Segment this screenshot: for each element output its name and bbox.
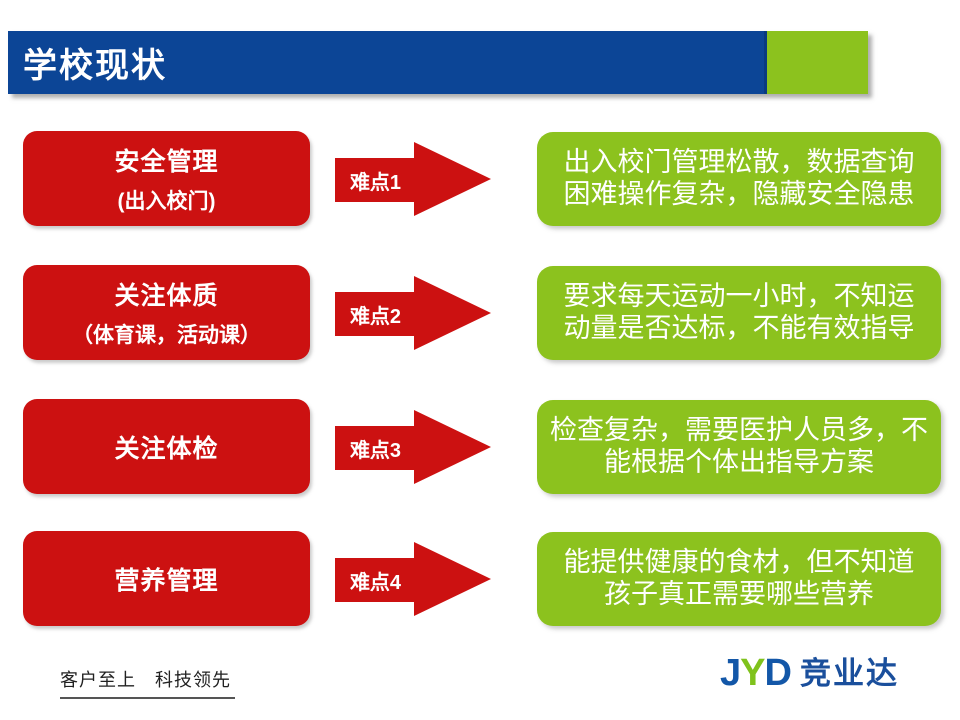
row-security: 安全管理 (出入校门) 难点1 出入校门管理松散，数据查询 困难操作复杂，隐藏安… [0,131,960,226]
arrow-right-icon: 难点3 [335,399,491,494]
arrow-right-icon: 难点4 [335,531,491,626]
logo-letter-d: D [764,652,792,694]
logo-letter-y: Y [740,652,765,694]
category-box-nutrition: 营养管理 [23,531,310,626]
logo-jyd-mark: JYD [720,652,792,694]
description-box: 要求每天运动一小时，不知运 动量是否达标，不能有效指导 [537,266,941,360]
difficulty-label: 难点3 [349,439,402,462]
category-subtitle: （体育课，活动课） [72,324,261,347]
description-line: 动量是否达标，不能有效指导 [563,313,915,343]
row-physique: 关注体质 （体育课，活动课） 难点2 要求每天运动一小时，不知运 动量是否达标，… [0,265,960,360]
description-line: 孩子真正需要哪些营养 [604,579,874,609]
category-subtitle: (出入校门) [117,190,216,213]
arrow-tail [335,558,414,602]
description-line: 出入校门管理松散，数据查询 [563,147,915,178]
description-line: 困难操作复杂，隐藏安全隐患 [563,179,915,209]
company-logo: JYD 竞业达 [720,654,899,692]
category-title: 关注体质 [114,282,219,310]
arrow-tail [335,292,414,336]
arrow-head [414,276,491,350]
category-box-physique: 关注体质 （体育课，活动课） [23,265,310,360]
description-box: 检查复杂，需要医护人员多，不 能根据个体出指导方案 [537,400,941,494]
row-nutrition: 营养管理 难点4 能提供健康的食材，但不知道 孩子真正需要哪些营养 [0,531,960,626]
description-line: 能根据个体出指导方案 [604,447,874,477]
footer-motto: 客户至上 科技领先 [60,666,235,699]
header-blue-bar: 学校现状 [8,31,764,94]
difficulty-label: 难点4 [349,571,402,594]
arrow-head [414,542,491,616]
arrow-right-icon: 难点2 [335,265,491,360]
description-box: 能提供健康的食材，但不知道 孩子真正需要哪些营养 [537,532,941,626]
category-title: 安全管理 [114,148,219,176]
arrow-head [414,142,491,216]
logo-letter-j: J [720,652,741,694]
arrow-tail [335,158,414,202]
category-title: 营养管理 [114,566,219,595]
arrow-tail [335,426,414,470]
row-checkup: 关注体检 难点3 检查复杂，需要医护人员多，不 能根据个体出指导方案 [0,399,960,494]
difficulty-label: 难点2 [349,305,402,328]
description-box: 出入校门管理松散，数据查询 困难操作复杂，隐藏安全隐患 [537,132,941,226]
description-line: 要求每天运动一小时，不知运 [563,281,915,312]
arrow-head [414,410,491,484]
header-bar: 学校现状 [8,31,868,94]
description-line: 检查复杂，需要医护人员多，不 [550,415,928,446]
difficulty-label: 难点1 [349,171,402,194]
category-title: 关注体检 [114,434,219,463]
logo-company-name: 竞业达 [799,655,899,691]
category-box-checkup: 关注体检 [23,399,310,494]
category-box-security: 安全管理 (出入校门) [23,131,310,226]
arrow-right-icon: 难点1 [335,131,491,226]
header-green-accent [764,31,868,94]
page-title: 学校现状 [23,47,167,85]
description-line: 能提供健康的食材，但不知道 [563,547,915,578]
